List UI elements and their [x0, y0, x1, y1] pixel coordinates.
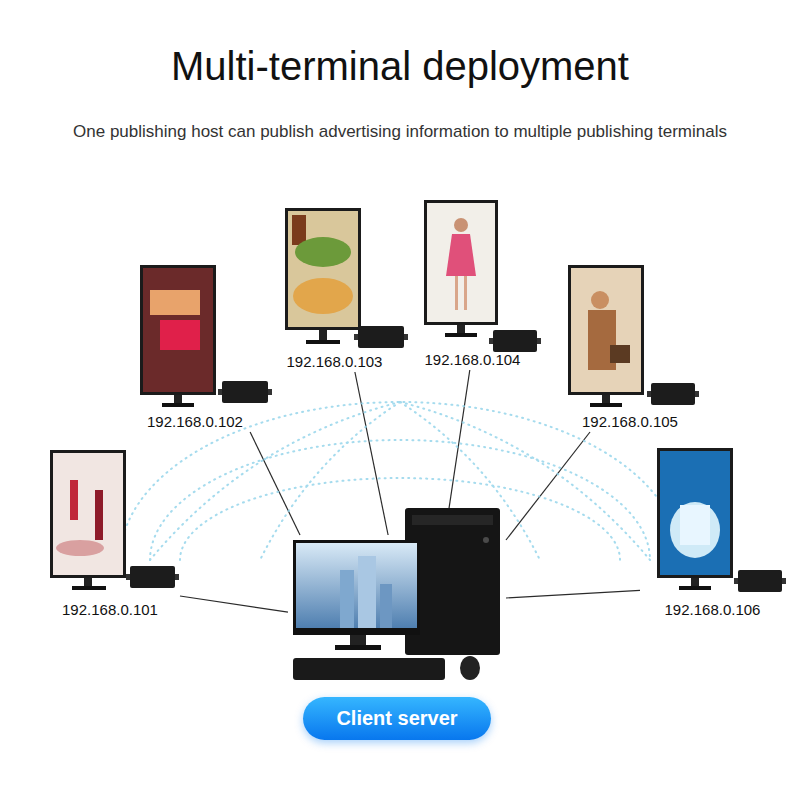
screen-image	[670, 502, 720, 558]
subtitle-label: One publishing host can publish advertis…	[73, 122, 727, 142]
monitor-screen	[53, 453, 123, 575]
screen-image	[95, 490, 103, 540]
display-monitor	[140, 265, 216, 407]
monitor-stand	[691, 578, 699, 586]
monitor-stand	[72, 586, 106, 590]
globe-arc	[120, 402, 680, 560]
ip-address-label: 192.168.0.104	[423, 351, 523, 370]
client-computer	[293, 508, 500, 680]
monitor-frame	[285, 208, 361, 330]
display-monitor	[50, 450, 126, 590]
terminal-node: 192.168.0.106	[640, 445, 785, 620]
ip-address-label: 192.168.0.103	[285, 353, 385, 372]
server-button-label: Client server	[303, 697, 491, 740]
ip-address-label: 192.168.0.102	[145, 413, 245, 432]
network-link	[180, 596, 288, 612]
media-player-box	[651, 383, 695, 405]
pc-monitor-frame	[293, 540, 420, 635]
monitor-frame	[657, 448, 733, 578]
monitor-screen	[427, 203, 495, 322]
monitor-screen	[143, 268, 213, 392]
media-player-box	[358, 326, 404, 348]
monitor-stand	[306, 340, 340, 344]
terminal-node: 192.168.0.101	[40, 445, 180, 620]
monitor-stand	[679, 586, 711, 590]
pc-tower-panel	[412, 515, 493, 525]
monitor-stand	[162, 403, 194, 407]
monitor-frame	[568, 265, 644, 395]
screen-image	[464, 276, 467, 310]
pc-monitor-stand	[335, 645, 381, 650]
screen-image	[610, 345, 630, 363]
ip-address-label: 192.168.0.105	[580, 413, 680, 432]
display-monitor	[568, 265, 644, 407]
keyboard	[293, 658, 445, 680]
monitor-stand	[457, 325, 465, 333]
screen-image	[150, 290, 200, 315]
monitor-stand	[445, 333, 477, 337]
screen-image	[340, 570, 354, 628]
terminal-node: 192.168.0.102	[120, 262, 270, 432]
terminal-node: 192.168.0.103	[265, 205, 404, 372]
screen-image	[292, 215, 306, 245]
display-monitor	[657, 448, 733, 590]
screen-image	[293, 278, 353, 314]
monitor-screen	[660, 451, 730, 575]
monitor-stand	[590, 403, 622, 407]
screen-image	[160, 320, 200, 350]
monitor-screen	[571, 268, 641, 392]
monitor-stand	[174, 395, 182, 403]
monitor-stand	[319, 330, 327, 340]
screen-image	[454, 218, 468, 232]
monitor-frame	[50, 450, 126, 578]
media-player-box	[493, 330, 537, 352]
screen-image	[680, 505, 710, 545]
ip-address-label: 192.168.0.106	[663, 601, 763, 620]
mouse	[460, 656, 480, 680]
network-link	[355, 372, 388, 535]
terminal-node: 192.168.0.105	[560, 262, 700, 432]
monitor-frame	[140, 265, 216, 395]
pc-monitor-stand	[350, 635, 366, 645]
monitor-stand	[84, 578, 92, 586]
screen-image	[56, 540, 104, 556]
network-globe	[120, 402, 680, 560]
ip-address-label: 192.168.0.101	[60, 601, 160, 620]
media-player-box	[222, 381, 268, 403]
media-player-box	[130, 566, 175, 588]
monitor-screen	[288, 211, 358, 327]
monitor-stand	[602, 395, 610, 403]
network-link	[506, 590, 640, 598]
screen-image	[70, 480, 78, 520]
screen-image	[358, 556, 376, 628]
network-link	[250, 432, 300, 535]
screen-image	[591, 291, 609, 309]
screen-image	[295, 237, 351, 267]
pc-tower-button	[483, 537, 489, 543]
diagram-title: Multi-terminal deployment	[171, 44, 629, 89]
terminal-node: 192.168.0.104	[405, 198, 540, 370]
screen-image	[446, 234, 476, 276]
monitor-frame	[424, 200, 498, 325]
pc-monitor-screen	[296, 543, 417, 628]
display-monitor	[285, 208, 361, 344]
media-player-box	[738, 570, 782, 592]
client-server-node: Client server	[288, 535, 506, 745]
screen-image	[380, 584, 392, 628]
display-monitor	[424, 200, 498, 337]
globe-meridian	[260, 402, 400, 560]
screen-image	[455, 276, 458, 310]
